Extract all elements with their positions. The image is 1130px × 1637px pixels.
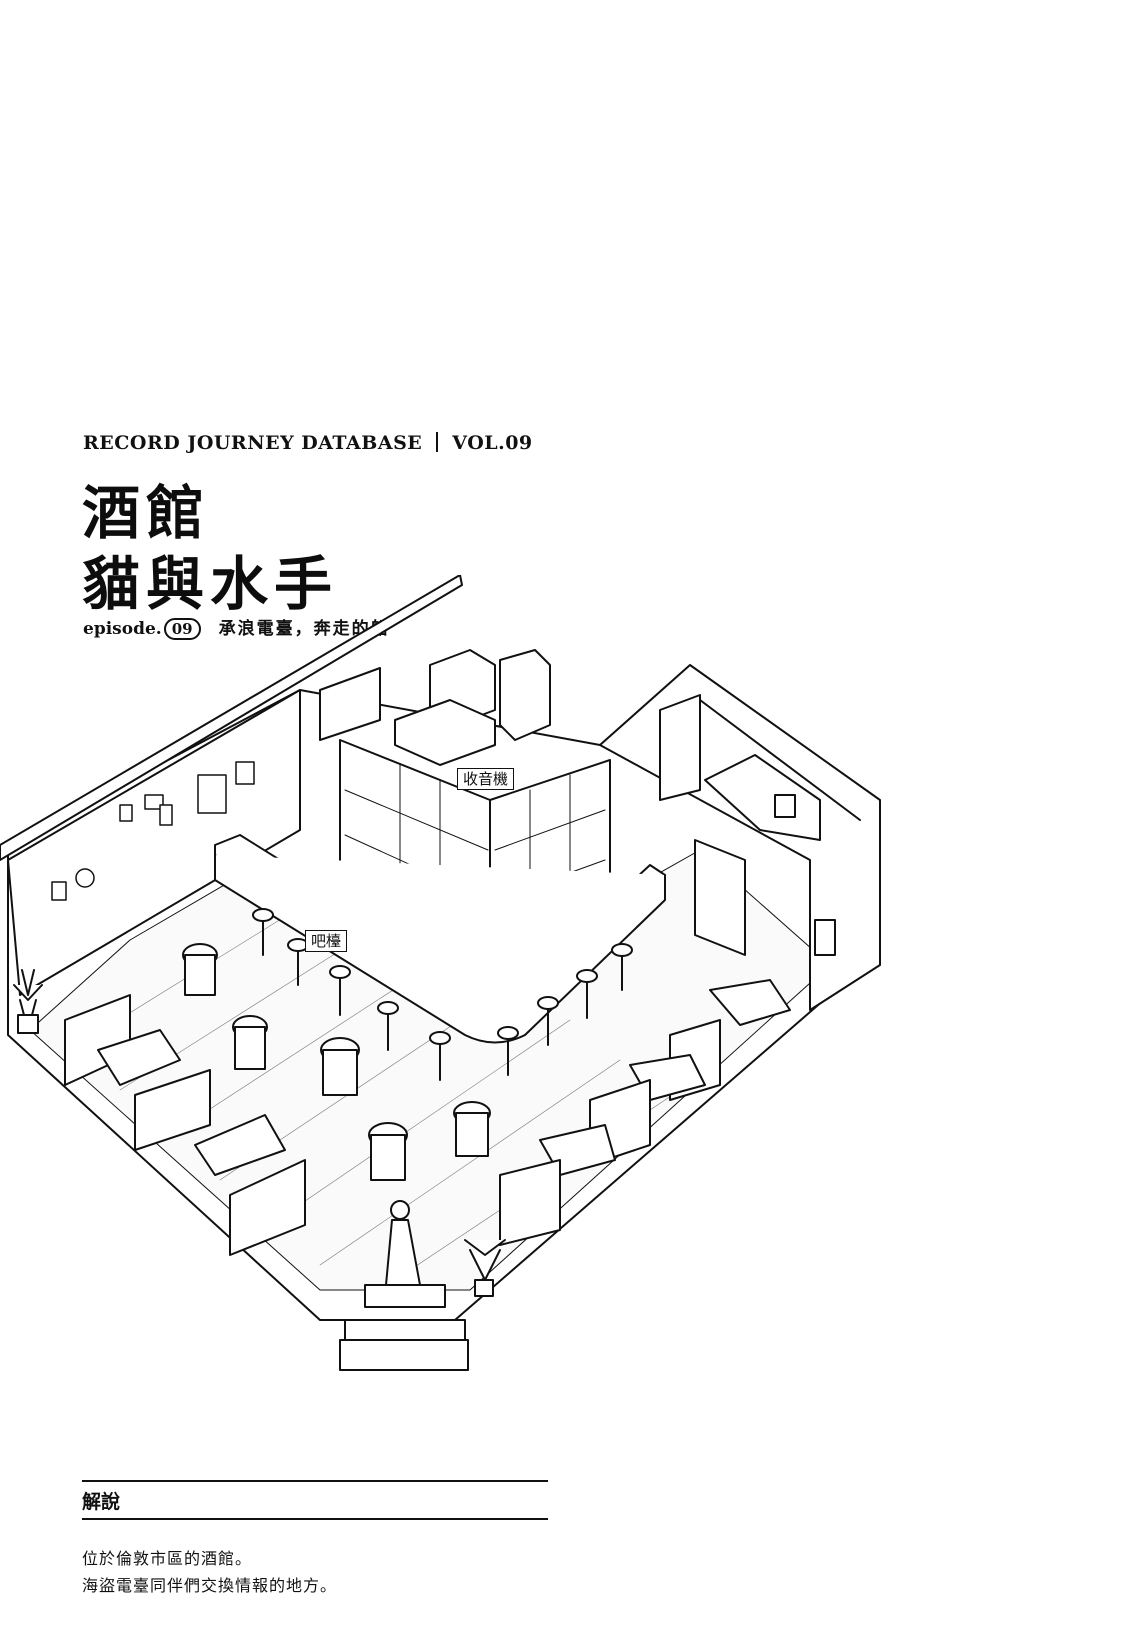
booths-left [64, 994, 306, 1256]
left-wall [0, 575, 463, 861]
header-divider [436, 432, 439, 452]
entrance-steps [339, 1284, 469, 1371]
notes-section: 解說 [82, 1480, 548, 1520]
storage-boxes [319, 649, 551, 766]
notes-body: 位於倫敦市區的酒館。 海盜電臺同伴們交換情報的地方。 [82, 1545, 337, 1599]
page-title-line-2: 貓與水手 [82, 550, 339, 618]
series-name: RECORD JOURNEY DATABASE [83, 432, 423, 454]
episode-title: 承浪電臺，奔走的船 [218, 619, 390, 639]
wall-pictures [51, 761, 255, 901]
page-title-line-1: 酒館 [82, 479, 211, 547]
radio-label: 收音機 [457, 768, 515, 790]
door [694, 839, 746, 956]
left-wall-inner [7, 689, 301, 996]
volume-number: VOL.09 [452, 432, 533, 454]
episode-number-badge: 09 [163, 618, 201, 640]
bar-label: 吧檯 [305, 930, 348, 952]
notes-bottom-rule [82, 1518, 548, 1520]
notes-line: 海盜電臺同伴們交換情報的地方。 [82, 1576, 338, 1595]
pub-interior-illustration [0, 575, 881, 1371]
back-room [659, 694, 836, 956]
barrel-tables [182, 943, 491, 1181]
booths-right [499, 979, 791, 1246]
notes-top-rule [82, 1480, 548, 1482]
episode-prefix: episode. [83, 619, 162, 639]
series-header: RECORD JOURNEY DATABASE VOL.09 [83, 432, 533, 454]
girl-figure [385, 1200, 421, 1286]
notes-line: 位於倫敦市區的酒館。 [82, 1549, 253, 1568]
notes-heading: 解說 [82, 1491, 121, 1513]
bar-stools [252, 908, 633, 1081]
episode-line: episode.09 承浪電臺，奔走的船 [83, 614, 390, 640]
potted-plants [13, 969, 506, 1297]
